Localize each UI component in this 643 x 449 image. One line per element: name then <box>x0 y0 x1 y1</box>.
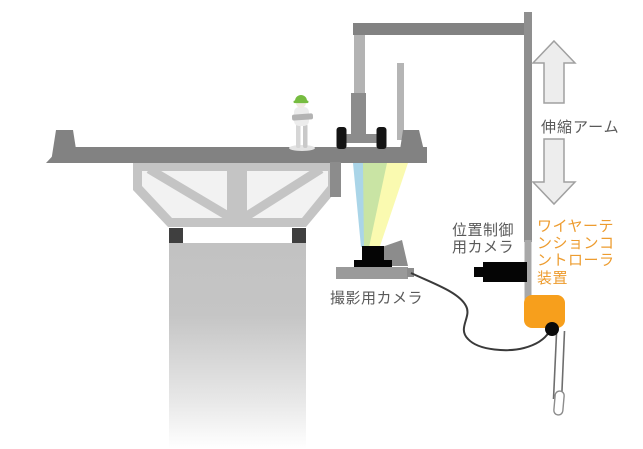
controller-box <box>524 295 565 328</box>
cart-axle <box>339 134 381 143</box>
inspection-cart <box>336 35 387 149</box>
label-wire-tension-line3: ントローラ <box>537 252 615 269</box>
arrow-up-icon <box>531 39 577 104</box>
camera-mount-arm <box>382 240 408 266</box>
overhead-beam <box>353 23 531 35</box>
worker-figure <box>289 95 315 151</box>
cart-rear-post <box>397 63 404 140</box>
deck-right-parapet <box>398 130 427 163</box>
telescopic-pole-outer <box>524 12 532 242</box>
label-wire-tension-line2: ンションコ <box>537 235 615 252</box>
camera-platform <box>336 267 408 279</box>
shooting-camera-body <box>354 260 392 268</box>
label-position-camera-line2: 用カメラ <box>452 239 514 256</box>
arrow-down-icon <box>531 138 577 206</box>
deck-bracket <box>330 162 341 197</box>
wire-tension-controller <box>524 295 566 416</box>
label-shooting-camera: 撮影用カメラ <box>330 289 423 307</box>
deck-left-parapet <box>51 130 78 162</box>
label-position-camera-line1: 位置制御 <box>452 222 514 239</box>
wire-right <box>560 330 566 403</box>
bearing-left <box>169 228 183 243</box>
cart-wheel-left <box>336 127 347 149</box>
shooting-camera-assembly <box>336 240 414 279</box>
bearing-right <box>292 228 306 243</box>
cart-wheel-right <box>376 127 387 149</box>
worker-leg-left <box>296 124 301 148</box>
worker-control-panel <box>291 113 314 121</box>
worker-helmet-brim <box>293 100 309 104</box>
worker-leg-right <box>303 124 308 148</box>
label-wire-tension-line4: 装置 <box>537 270 568 287</box>
label-telescopic-arm: 伸縮アーム <box>541 119 620 136</box>
position-control-camera <box>474 262 527 282</box>
wire-pulley <box>545 322 559 336</box>
shooting-camera-lens <box>362 246 384 261</box>
beam-yellow <box>368 163 408 252</box>
truss-center-member <box>227 162 247 227</box>
mast-upper <box>354 35 365 95</box>
position-camera-body <box>483 262 527 282</box>
mast-lower <box>351 93 366 140</box>
bridge-deck <box>46 147 427 163</box>
position-camera-lens <box>474 267 483 277</box>
camera-cable <box>410 272 550 352</box>
label-wire-tension-line1: ワイヤーテ <box>537 218 614 235</box>
telescopic-pole-inner <box>524 240 532 302</box>
worker-helmet <box>295 95 307 101</box>
camera-light-beams <box>353 163 408 252</box>
cable-anchor <box>407 268 414 277</box>
wire-left <box>552 333 558 400</box>
worker-shadow <box>289 145 315 151</box>
truss-diagonal-right <box>239 165 324 223</box>
truss-diagonal-left <box>146 165 236 223</box>
label-wire-tension-controller: ワイヤーテ ンションコ ントローラ 装置 <box>537 218 615 287</box>
truss-girder <box>133 162 337 227</box>
wire-end-weight <box>553 390 565 416</box>
bridge-pier <box>169 243 306 449</box>
